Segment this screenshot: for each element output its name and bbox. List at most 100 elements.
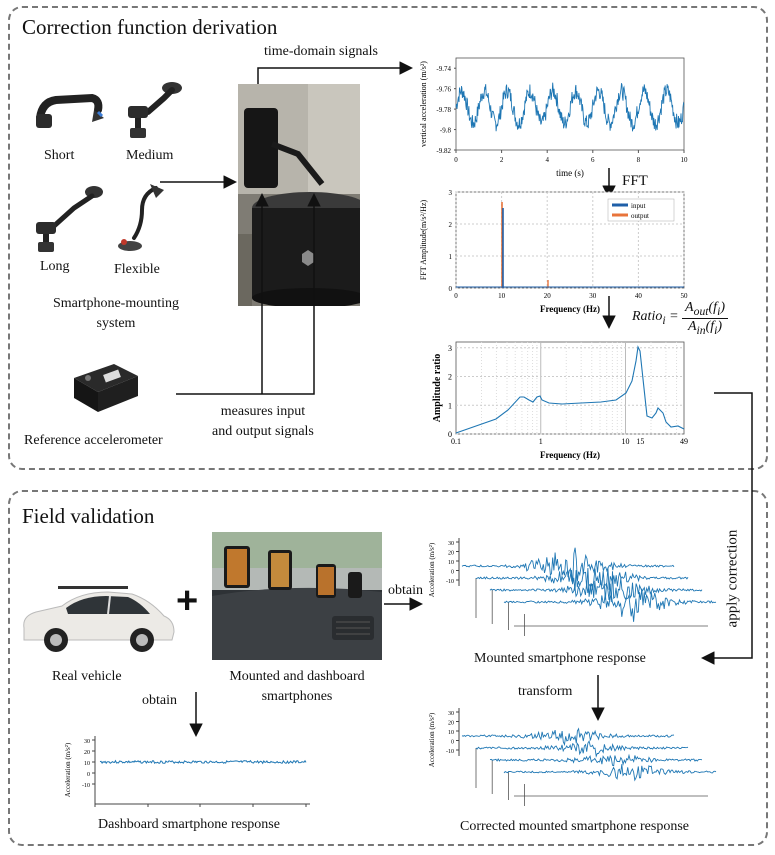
response-trace [489,753,703,767]
mounting-system-line1: Smartphone-mounting [53,296,179,311]
fft-legend-input: input [631,202,645,210]
time-xlabel: time (s) [556,168,584,178]
response-trace [475,567,689,597]
response-ytick-label: 30 [448,711,454,717]
mount-short-icon [36,93,104,128]
fft-label: FFT [622,173,648,189]
fft-xtick-label: 20 [544,292,552,300]
mount-long-label: Long [40,259,70,274]
time-xtick-label: 6 [591,156,595,164]
transform-label: transform [518,684,573,699]
time-xtick-label: 4 [545,156,549,164]
ratio-xtick-label: 15 [636,437,644,446]
dashboard-response-title: Dashboard smartphone response [98,817,280,832]
response-trace [475,740,689,758]
amplitude-ratio-curve [455,345,685,434]
dashboard-ytick-label: 10 [84,761,90,767]
top-flow-arrows [160,61,753,470]
measures-line1: measures input [220,404,306,419]
fft-ytick-label: 1 [449,253,453,261]
ratio-xtick-label: 49 [680,437,688,446]
fft-xtick-label: 30 [589,292,597,300]
fft-legend-output: output [631,212,649,220]
ratio-formula-fraction: Aout(fi) Ain(fi) [682,300,728,337]
dashboard-photo [212,532,382,660]
mount-medium-icon [128,82,182,138]
time-ytick-label: -9.76 [436,86,451,94]
ratio-formula-lhs: Ratioi = [632,309,683,328]
bottom-flow-arrows [189,470,753,737]
response-ytick-label: 10 [448,730,454,736]
time-xtick-label: 2 [500,156,504,164]
response-ytick-label: -10 [446,579,454,585]
phones-line2: smartphones [261,689,333,704]
plus-sign: + [176,580,199,622]
fft-legend: input output [607,198,675,222]
dashboard-ytick-label: -10 [82,783,90,789]
ratio-xtick-label: 1 [539,437,543,446]
time-ytick-label: -9.78 [436,106,451,114]
fft-ytick-label: 2 [449,221,453,229]
response-ytick-label: 20 [448,721,454,727]
time-xtick-label: 0 [454,156,458,164]
ratio-xlabel: Frequency (Hz) [540,450,600,460]
response-trace [503,588,717,622]
fft-ytick-label: 3 [449,189,453,197]
test-rig-photo [238,84,360,306]
ratio-ytick-label: 0 [448,430,452,439]
ratio-formula: Ratioi = Aout(fi) Ain(fi) [632,300,728,337]
real-vehicle-label: Real vehicle [52,669,122,684]
mount-long-icon [36,186,103,252]
mount-short-label: Short [44,148,75,163]
phones-line1: Mounted and dashboard [229,669,365,684]
dashboard-ytick-label: 30 [84,739,90,745]
correction-derivation-panel [8,6,768,470]
time-domain-label: time-domain signals [264,44,378,59]
corrected-response-plot: 30 20 10 0 -10 Acceleration (m/s²) [428,708,717,806]
amplitude-ratio-plot: 0 1 2 3 0.1 1 10 15 49 Frequency (Hz) Amplitude … [432,341,688,460]
vehicle-icon [23,586,175,652]
measures-line2: and output signals [212,424,314,439]
dashboard-ytick-label: 0 [87,772,90,778]
apply-correction-label: apply correction [724,529,741,628]
fft-xtick-label: 50 [681,292,689,300]
time-xtick-label: 10 [681,156,689,164]
fft-ylabel: FFT Amplitude(m/s²/Hz) [419,200,428,281]
time-ytick-label: -9.74 [436,65,451,73]
time-ytick-label: -9.8 [440,127,452,135]
ratio-ytick-label: 2 [448,373,452,382]
section-title-validation: Field validation [22,504,155,528]
ratio-ylabel: Amplitude ratio [432,354,443,423]
phones-label: Mounted and dashboard smartphones [204,667,390,707]
response-trace [489,571,703,603]
ratio-xtick-label: 0.1 [451,437,461,446]
measures-label: measures input and output signals [212,402,314,442]
time-xtick-label: 8 [637,156,641,164]
fft-ytick-label: 0 [449,285,453,293]
dashboard-trace [99,759,307,765]
response-ytick-label: -10 [446,749,454,755]
corrected-ylabel: Acceleration (m/s²) [428,712,436,767]
response-ytick-label: 0 [451,740,454,746]
ratio-ytick-label: 3 [448,344,452,353]
fft-xtick-label: 40 [635,292,643,300]
response-ytick-label: 30 [448,541,454,547]
mount-flexible-icon [118,184,164,251]
mounted-ylabel: Acceleration (m/s²) [428,542,436,597]
ratio-xtick-label: 10 [622,437,630,446]
time-signal-line [455,82,685,132]
ratio-ytick-label: 1 [448,401,452,410]
response-ytick-label: 10 [448,560,454,566]
obtain-label-down: obtain [142,693,177,708]
field-validation-panel [8,490,768,846]
response-ytick-label: 0 [451,570,454,576]
obtain-label-right: obtain [388,583,423,598]
accelerometer-icon [74,364,138,412]
mounted-response-title: Mounted smartphone response [474,651,646,666]
corrected-response-title: Corrected mounted smartphone response [460,819,689,834]
time-ylabel: vertical acceleration (m/s²) [419,61,428,147]
response-ytick-label: 20 [448,551,454,557]
